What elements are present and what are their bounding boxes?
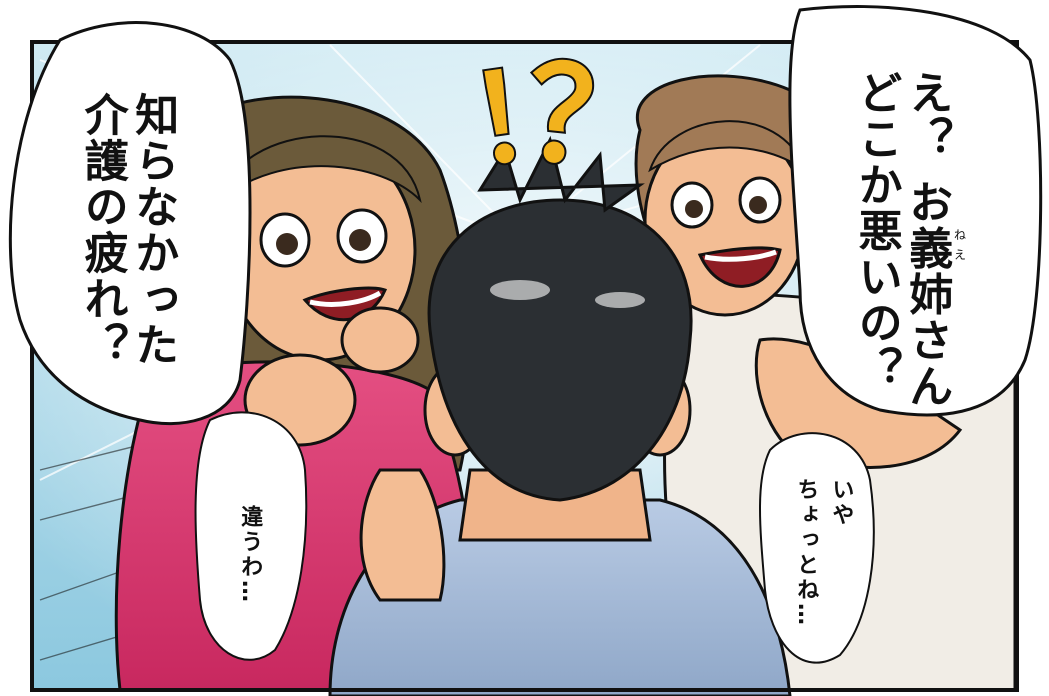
whisper-text-left: 違うわ… (237, 505, 263, 605)
speech-text-right: え？ お義姉さん どこか悪いの？ (850, 70, 953, 410)
whisper-bubble-right (759, 432, 875, 664)
speech-bubble-left (8, 21, 252, 426)
furigana-ne: ね (954, 228, 967, 242)
furigana-e: え (954, 248, 967, 262)
question-mark: ？ (517, 35, 666, 204)
hands (359, 468, 446, 602)
speech-bubble-right (788, 5, 1043, 417)
whisper-bubble-left (194, 411, 308, 661)
whisper-text-right: いや ちょっとね… (793, 478, 854, 628)
man-from-behind (328, 135, 792, 696)
speech-text-left: 知らなかった 介護の疲れ？ (76, 92, 179, 368)
